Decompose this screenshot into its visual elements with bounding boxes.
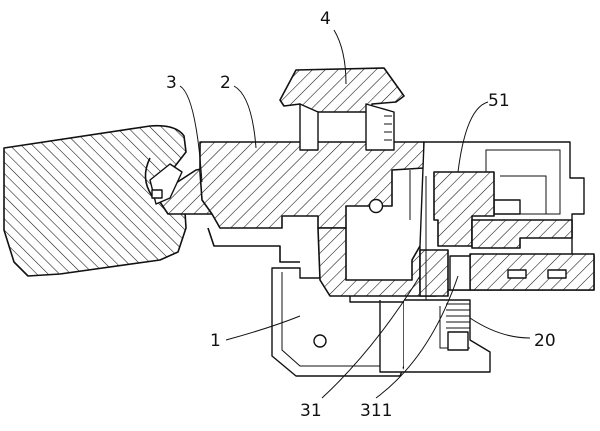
label-311: 311 — [360, 401, 392, 421]
label-51: 51 — [488, 91, 510, 111]
label-31: 31 — [300, 401, 322, 421]
handle-member — [3, 124, 187, 277]
pivot-pin — [368, 198, 384, 214]
label-3: 3 — [166, 73, 177, 93]
leader-lines — [179, 29, 531, 399]
mounting-hole — [313, 334, 327, 348]
spring-part-20 — [446, 303, 470, 351]
housing-base-part-1 — [271, 267, 491, 377]
slider-body-part-2 — [199, 141, 437, 297]
right-mechanism-part-51 — [409, 141, 595, 300]
label-1: 1 — [210, 331, 221, 351]
label-20: 20 — [534, 331, 556, 351]
button-cap-part-4 — [279, 67, 405, 151]
label-4: 4 — [320, 9, 331, 29]
pin-311 — [449, 255, 471, 291]
label-2: 2 — [220, 73, 231, 93]
